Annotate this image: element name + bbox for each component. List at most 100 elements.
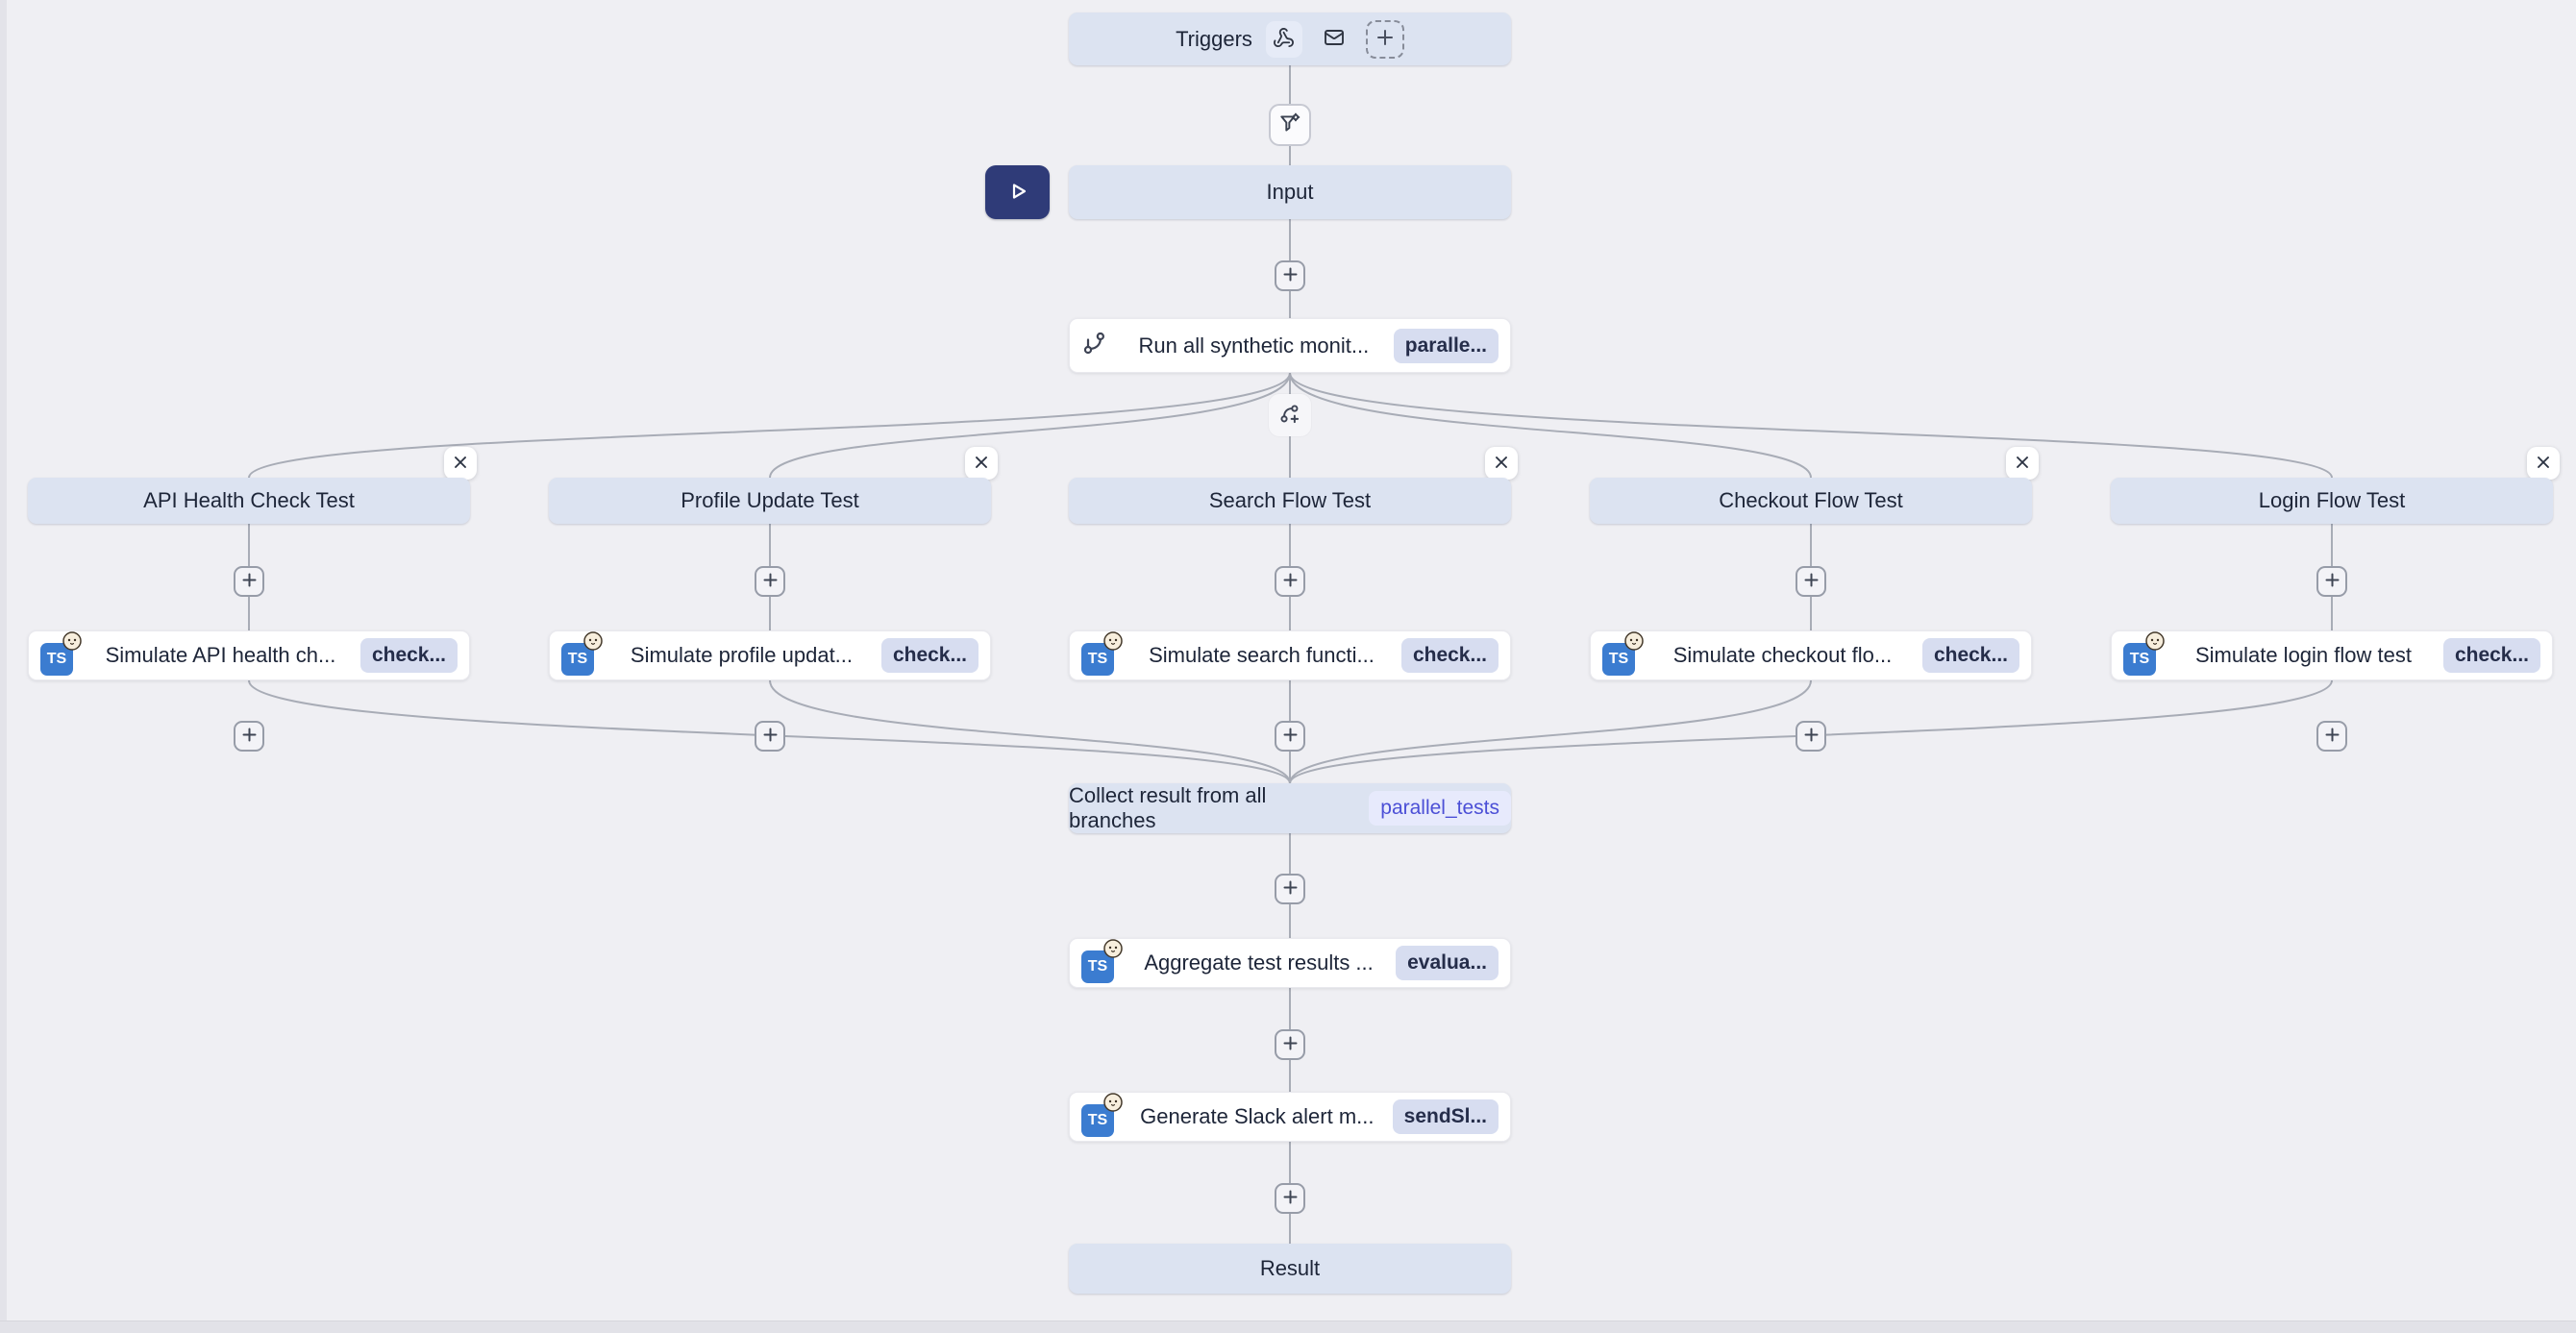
- add-step-button[interactable]: [755, 566, 785, 597]
- remove-branch-button[interactable]: [965, 447, 998, 480]
- step-id-badge: check...: [880, 638, 978, 673]
- run-all-step-node[interactable]: Run all synthetic monit... paralle...: [1069, 318, 1511, 373]
- add-branch-button[interactable]: [1269, 394, 1311, 436]
- plus-icon: [1804, 573, 1819, 590]
- canvas-left-edge: [0, 0, 7, 1332]
- plus-icon: [1283, 1036, 1298, 1053]
- step-label: Aggregate test results ...: [1144, 950, 1374, 975]
- module-id-badge: parallel_tests: [1369, 791, 1511, 826]
- step-label: Run all synthetic monit...: [1138, 333, 1370, 358]
- close-icon: [2536, 455, 2551, 473]
- branch-header[interactable]: API Health Check Test: [28, 478, 470, 524]
- remove-branch-button[interactable]: [2527, 447, 2560, 480]
- triggers-node[interactable]: Triggers: [1069, 12, 1511, 65]
- add-step-button[interactable]: [234, 721, 264, 752]
- plus-icon: [1283, 267, 1298, 284]
- git-branch-icon: [1081, 330, 1108, 362]
- plus-icon: [1283, 728, 1298, 745]
- canvas-bottom-edge: [0, 1321, 2576, 1333]
- branch-checkout-flow: Checkout Flow Test TS Simulate checkout …: [1590, 447, 2039, 766]
- branch-title: Checkout Flow Test: [1719, 488, 1903, 512]
- step-id-badge: check...: [2442, 638, 2540, 673]
- add-trigger-button[interactable]: [1365, 19, 1404, 59]
- add-step-button[interactable]: [1275, 721, 1305, 752]
- add-step-button[interactable]: [755, 721, 785, 752]
- typescript-bun-icon: TS: [1602, 631, 1644, 676]
- branch-header[interactable]: Profile Update Test: [549, 478, 991, 524]
- input-node[interactable]: Input: [1069, 165, 1511, 219]
- email-trigger-button[interactable]: [1316, 21, 1352, 58]
- branch-title: Search Flow Test: [1208, 488, 1372, 512]
- plus-icon: [1283, 880, 1298, 898]
- aggregate-step-node[interactable]: TS Aggregate test results ... evalua...: [1069, 938, 1511, 988]
- step-label: Simulate profile updat...: [630, 643, 854, 667]
- plus-icon: [2325, 728, 2340, 745]
- typescript-bun-icon: TS: [1081, 631, 1123, 676]
- typescript-bun-icon: TS: [2123, 631, 2165, 676]
- input-label: Input: [1266, 180, 1314, 204]
- remove-branch-button[interactable]: [444, 447, 477, 480]
- git-fork-add-icon: [1277, 402, 1302, 430]
- mail-icon: [1323, 26, 1346, 52]
- play-icon: [1006, 180, 1029, 206]
- close-icon: [453, 455, 468, 473]
- add-step-button[interactable]: [2316, 566, 2347, 597]
- add-step-button[interactable]: [1275, 566, 1305, 597]
- collect-result-node[interactable]: Collect result from all branches paralle…: [1069, 783, 1511, 833]
- triggers-label: Triggers: [1176, 26, 1252, 51]
- step-label: Simulate API health ch...: [105, 643, 336, 667]
- close-icon: [974, 455, 989, 473]
- remove-branch-button[interactable]: [2006, 447, 2039, 480]
- typescript-bun-icon: TS: [1081, 939, 1123, 983]
- close-icon: [2015, 455, 2030, 473]
- branch-api-health-check: API Health Check Test TS Simulate API he…: [28, 447, 477, 766]
- plus-icon: [1804, 728, 1819, 745]
- branch-title: Profile Update Test: [681, 488, 859, 512]
- branch-title: Login Flow Test: [2258, 488, 2406, 512]
- plus-icon: [1283, 573, 1298, 590]
- branch-header[interactable]: Search Flow Test: [1069, 478, 1511, 524]
- remove-branch-button[interactable]: [1485, 447, 1518, 480]
- typescript-bun-icon: TS: [40, 631, 82, 676]
- step-node[interactable]: TS Simulate checkout flo... check...: [1590, 630, 2032, 680]
- plus-icon: [242, 728, 257, 745]
- plus-icon: [242, 573, 257, 590]
- branch-header[interactable]: Login Flow Test: [2111, 478, 2553, 524]
- typescript-bun-icon: TS: [1081, 1093, 1123, 1137]
- step-id-badge: check...: [359, 638, 458, 673]
- typescript-bun-icon: TS: [561, 631, 603, 676]
- branch-login-flow: Login Flow Test TS Simulate login flow t…: [2111, 447, 2560, 766]
- add-step-button[interactable]: [1275, 1183, 1305, 1214]
- step-label: Generate Slack alert m...: [1140, 1104, 1375, 1128]
- add-step-button[interactable]: [234, 566, 264, 597]
- add-step-button[interactable]: [1796, 721, 1826, 752]
- run-flow-button[interactable]: [985, 165, 1050, 219]
- step-id-badge: check...: [1921, 638, 2019, 673]
- close-icon: [1494, 455, 1509, 473]
- step-node[interactable]: TS Simulate profile updat... check...: [549, 630, 991, 680]
- step-node[interactable]: TS Simulate search functi... check...: [1069, 630, 1511, 680]
- step-id-badge: check...: [1400, 638, 1499, 673]
- input-filter-button[interactable]: [1269, 104, 1311, 146]
- add-step-button[interactable]: [2316, 721, 2347, 752]
- webhook-trigger-button[interactable]: [1265, 20, 1302, 58]
- step-id-badge: evalua...: [1396, 946, 1499, 980]
- branch-title: API Health Check Test: [143, 488, 355, 512]
- step-label: Simulate login flow test: [2194, 643, 2412, 667]
- plus-icon: [763, 728, 778, 745]
- add-step-button[interactable]: [1275, 260, 1305, 291]
- add-step-button[interactable]: [1275, 1029, 1305, 1060]
- branch-search-flow: Search Flow Test TS Simulate search func…: [1069, 447, 1518, 766]
- branch-header[interactable]: Checkout Flow Test: [1590, 478, 2032, 524]
- step-node[interactable]: TS Simulate API health ch... check...: [28, 630, 470, 680]
- result-node[interactable]: Result: [1069, 1244, 1511, 1294]
- add-step-button[interactable]: [1275, 874, 1305, 904]
- collect-label: Collect result from all branches: [1069, 783, 1267, 832]
- slack-alert-step-node[interactable]: TS Generate Slack alert m... sendSl...: [1069, 1092, 1511, 1142]
- branch-profile-update: Profile Update Test TS Simulate profile …: [549, 447, 998, 766]
- step-node[interactable]: TS Simulate login flow test check...: [2111, 630, 2553, 680]
- add-step-button[interactable]: [1796, 566, 1826, 597]
- add-trigger-icon: [1376, 29, 1394, 49]
- step-label: Simulate search functi...: [1149, 643, 1375, 667]
